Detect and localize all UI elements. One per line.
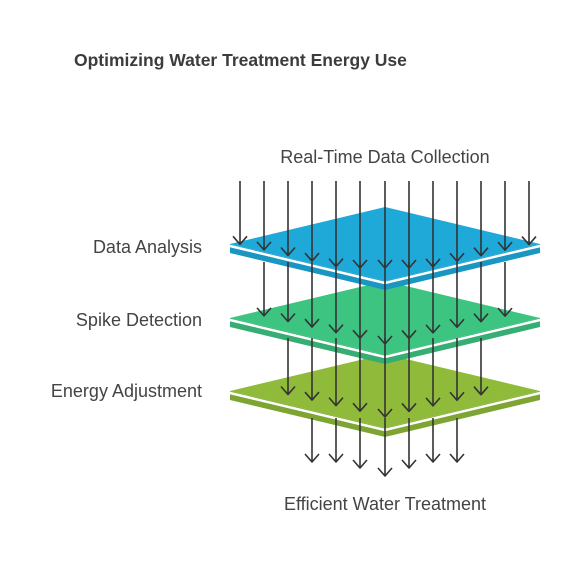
output-label: Efficient Water Treatment xyxy=(283,494,487,514)
output-arrow-6 xyxy=(425,418,441,463)
output-arrow-5 xyxy=(401,418,417,469)
layer-side-spike-detection xyxy=(230,318,540,364)
layer2-arrow-1 xyxy=(280,338,296,396)
layer-side-energy-adjustment xyxy=(230,391,540,437)
layer1-arrow-3 xyxy=(304,262,320,328)
layer1-arrow-1 xyxy=(256,262,272,317)
input-arrow-4 xyxy=(304,181,320,262)
layer2-arrow-5 xyxy=(377,338,393,418)
layer-label-spike-detection: Spike Detection xyxy=(75,310,202,330)
layer2-arrow-9 xyxy=(473,338,489,396)
layer-side-data-analysis xyxy=(230,244,540,290)
input-arrow-13 xyxy=(521,181,537,246)
layer2-arrow-7 xyxy=(425,338,441,407)
input-arrow-10 xyxy=(449,181,465,263)
output-arrow-4 xyxy=(377,418,393,477)
input-arrow-11 xyxy=(473,181,489,257)
output-arrow-7 xyxy=(449,418,465,463)
layer1-arrow-11 xyxy=(497,262,513,317)
layer2-arrow-3 xyxy=(328,338,344,407)
arrows-group xyxy=(232,181,537,477)
output-arrow-3 xyxy=(352,418,368,469)
layer2-arrow-6 xyxy=(401,338,417,413)
input-arrow-12 xyxy=(497,181,513,251)
output-arrow-1 xyxy=(304,418,320,463)
input-label: Real-Time Data Collection xyxy=(280,147,490,167)
input-arrow-3 xyxy=(280,181,296,257)
layer2-arrow-8 xyxy=(449,338,465,402)
layer2-arrow-2 xyxy=(304,338,320,401)
layer-label-data-analysis: Data Analysis xyxy=(92,237,202,257)
layer1-arrow-10 xyxy=(473,262,489,323)
layer-label-energy-adjustment: Energy Adjustment xyxy=(50,381,202,401)
layer1-arrow-9 xyxy=(449,262,465,329)
layer1-arrow-8 xyxy=(425,262,441,334)
layer2-arrow-4 xyxy=(352,338,368,412)
input-arrow-1 xyxy=(232,181,248,246)
layer1-arrow-2 xyxy=(280,262,296,323)
output-arrow-2 xyxy=(328,418,344,463)
input-arrow-2 xyxy=(256,181,272,251)
layer1-arrow-4 xyxy=(328,262,344,334)
diagram-title: Optimizing Water Treatment Energy Use xyxy=(74,50,407,70)
